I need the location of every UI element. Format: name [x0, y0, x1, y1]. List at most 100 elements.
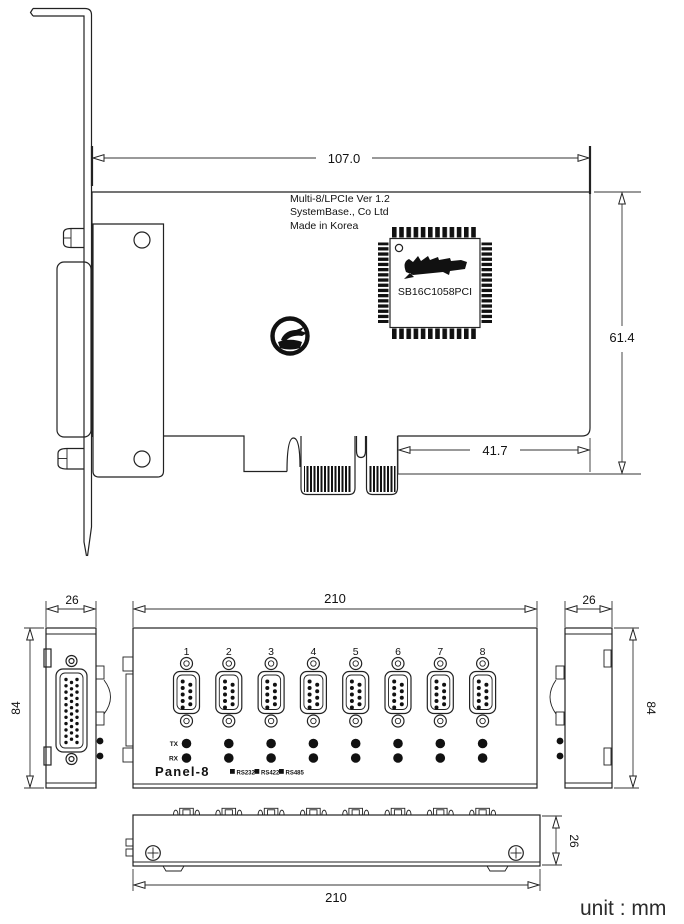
bottom-connector-profile-4 — [299, 807, 327, 816]
db9-port-6: 6 — [384, 646, 412, 763]
interface-legend: RS232 RS422 RS485 — [230, 769, 305, 776]
dim-bottom-depth: 26 — [542, 815, 581, 866]
bracket-outer-edge — [33, 7, 93, 557]
db9-port-4: 4 — [299, 646, 327, 763]
left-view-tab-bottom — [43, 746, 52, 766]
dim-card-width-label: 107.0 — [328, 151, 361, 166]
chip-body — [389, 237, 481, 329]
dim-right-depth-label: 26 — [582, 593, 596, 607]
front-view-left-profile — [122, 656, 134, 763]
tx-led — [393, 738, 403, 749]
dim-right-height: 84 — [614, 627, 658, 789]
arrowhead — [618, 191, 626, 205]
bottom-connector-profile-5 — [342, 807, 370, 816]
pci-bracket — [29, 7, 93, 557]
arrowhead — [91, 154, 105, 162]
rx-led — [350, 753, 361, 763]
arrowhead — [524, 605, 538, 613]
legend-square-rs232 — [230, 769, 235, 774]
legend-square-rs485 — [279, 769, 284, 774]
legend-square-rs422 — [254, 769, 260, 774]
arrowhead — [132, 881, 146, 889]
port-number: 2 — [226, 646, 232, 658]
chip-pins-bottom — [392, 328, 478, 339]
db9-port-3: 3 — [257, 646, 285, 763]
bottom-connector-profile-8 — [469, 807, 497, 816]
bottom-connector-profile-6 — [384, 807, 412, 816]
bottom-connector-profile-1 — [173, 807, 200, 816]
silkscreen-text: Multi-8/LPCIe Ver 1.2 SystemBase., Co Lt… — [290, 193, 390, 232]
rx-led — [393, 753, 403, 763]
edge-key-notch — [355, 436, 367, 459]
chip-pins-right — [481, 242, 492, 323]
dim-bottom-width-label: 210 — [325, 890, 347, 905]
dim-bottom-width: 210 — [132, 869, 541, 905]
rx-led — [435, 753, 446, 763]
port-number: 4 — [310, 646, 316, 658]
unit-note: unit : mm — [580, 897, 666, 920]
bottom-left-nub-1 — [125, 838, 134, 847]
dim-right-height-label: 84 — [644, 701, 658, 715]
tx-led — [266, 738, 276, 749]
panel-bottom-view: 26 210 — [125, 807, 581, 905]
panel-left-side-view: 26 84 — [9, 593, 111, 789]
right-view-tab-bottom — [603, 747, 612, 766]
tx-led — [181, 738, 192, 749]
panel8-drawing: 26 84 1 — [9, 591, 666, 920]
bottom-view-box — [132, 814, 541, 867]
bottom-foot-right — [486, 865, 509, 872]
tx-led — [308, 738, 319, 749]
legend-label-rs485: RS485 — [286, 770, 305, 776]
db9-port-2: 2 — [215, 646, 243, 763]
case-screw-left — [145, 845, 161, 861]
arrowhead — [83, 605, 97, 613]
arrowhead — [577, 154, 591, 162]
arrowhead — [552, 815, 560, 829]
led-label-tx: TX — [170, 741, 179, 748]
arrowhead — [26, 775, 34, 789]
dim-front-width: 210 — [132, 591, 538, 627]
panel-right-side-view: 26 84 — [549, 593, 658, 789]
pcie-card-drawing: Multi-8/LPCIe Ver 1.2 SystemBase., Co Lt… — [29, 7, 641, 557]
chip-part-number: SB16C1058PCI — [398, 286, 472, 298]
arrowhead — [527, 881, 541, 889]
tx-led — [435, 738, 446, 749]
db9-port-8: 8 — [469, 646, 497, 763]
card-bottom-notch — [163, 435, 287, 473]
gold-fingers-right — [368, 466, 396, 492]
connector-screw-hole-top — [133, 231, 151, 249]
rx-led — [266, 753, 276, 763]
card-connector-block — [92, 223, 165, 478]
dim-card-edge-offset-label: 41.7 — [482, 443, 507, 458]
left-view-tab-top — [43, 648, 52, 668]
arrowhead — [618, 461, 626, 475]
connector-screw-hole-bottom — [133, 450, 151, 468]
db9-ports-row: 1 2 3 — [172, 646, 497, 763]
chip-pin1-marker — [394, 243, 404, 253]
arrowhead — [629, 775, 637, 789]
case-screw-right — [508, 845, 524, 861]
silkscreen-line2: SystemBase., Co Ltd — [290, 206, 389, 218]
gold-fingers-left — [304, 466, 351, 492]
chip-brand-logo — [404, 256, 467, 279]
dim-left-height-label: 84 — [9, 701, 23, 715]
db44-connector — [55, 654, 88, 766]
arrowhead — [629, 627, 637, 641]
db9-port-5: 5 — [342, 646, 370, 763]
silkscreen-line3: Made in Korea — [290, 220, 358, 232]
port-number: 6 — [395, 646, 401, 658]
arrowhead — [564, 605, 578, 613]
right-view-tab-top — [603, 649, 612, 668]
db9-port-1: 1 — [172, 646, 201, 763]
db9-port-7: 7 — [426, 646, 454, 763]
dim-left-height: 84 — [9, 627, 44, 789]
bottom-connector-profile-3 — [257, 807, 285, 816]
bottom-connector-profile-7 — [426, 807, 454, 816]
dim-front-width-label: 210 — [324, 591, 346, 606]
silkscreen-line1: Multi-8/LPCIe Ver 1.2 — [290, 193, 390, 205]
systembase-bird-logo — [270, 316, 310, 356]
dim-bottom-depth-label: 26 — [567, 834, 581, 848]
port-number: 8 — [480, 646, 486, 658]
